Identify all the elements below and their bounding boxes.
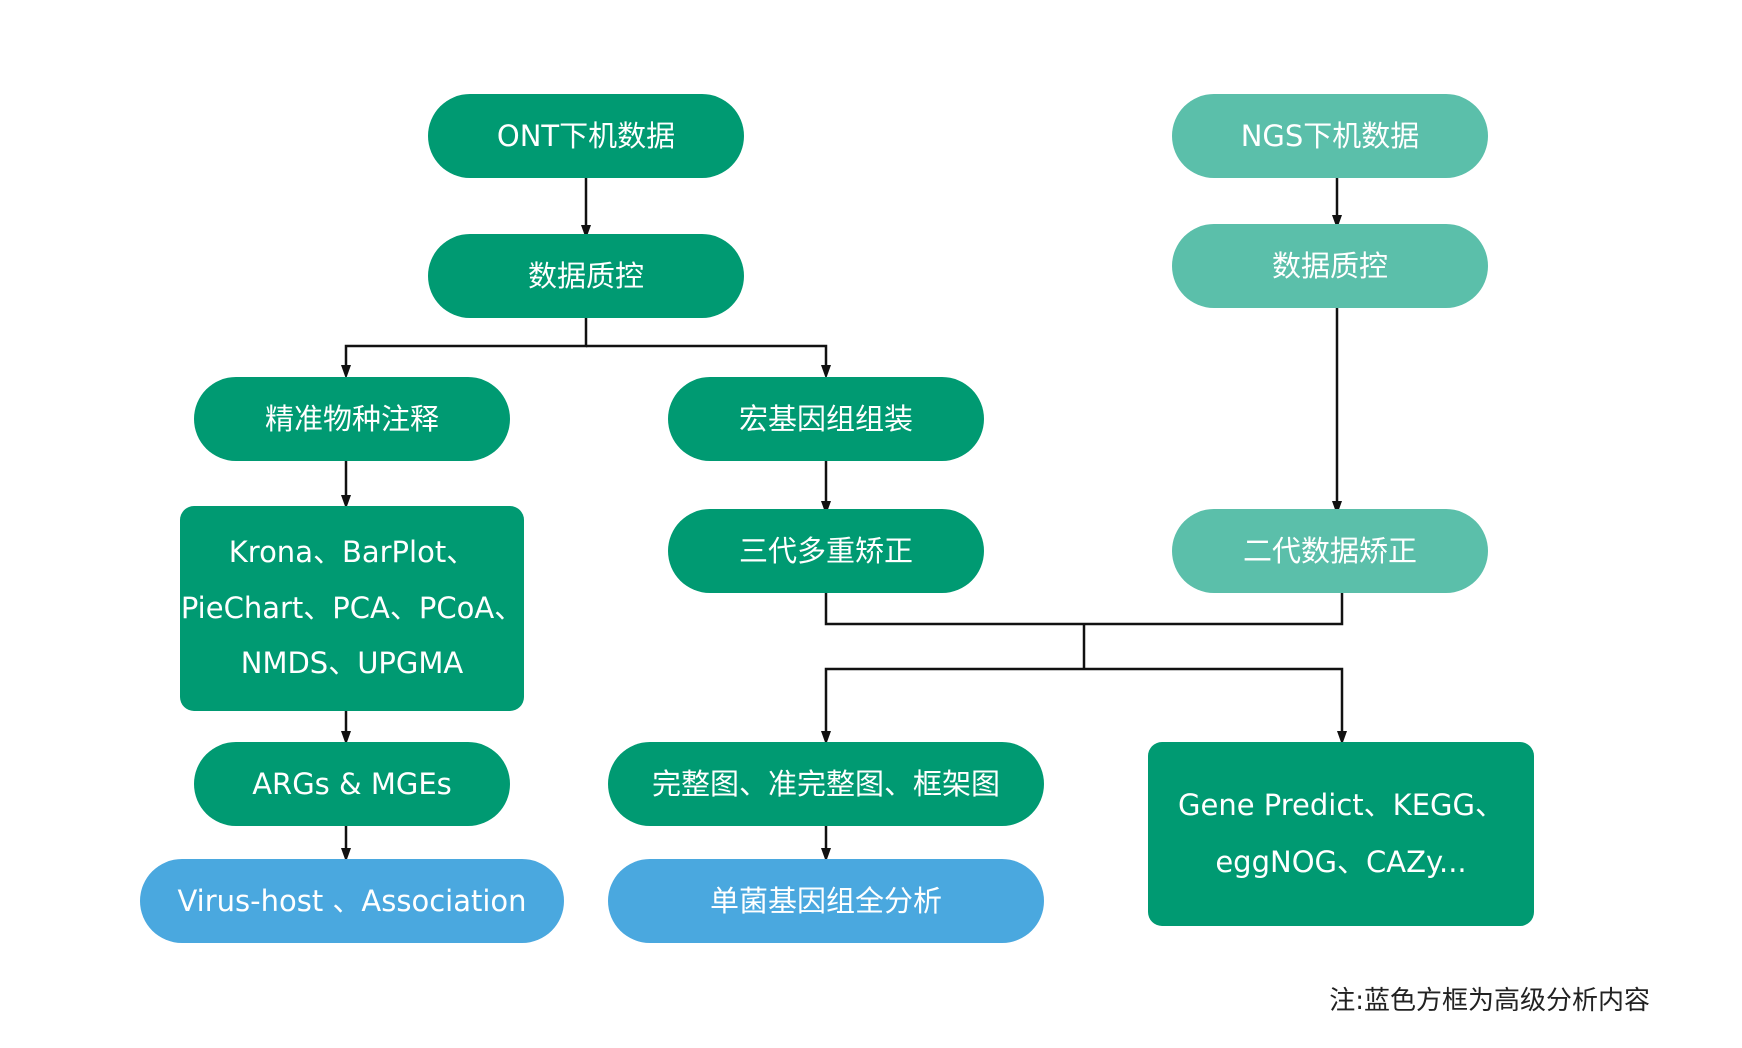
gene-predict-label: Gene Predict、KEGG、 eggNOG、CAZy...	[1178, 788, 1504, 879]
connector-qc-split	[341, 318, 588, 379]
args-mges-node: ARGs & MGEs	[194, 742, 510, 826]
ont-data-label: ONT下机数据	[496, 118, 676, 153]
second-gen-correction-node: 二代数据矫正	[1172, 509, 1488, 593]
genome-maps-node: 完整图、准完整图、框架图	[608, 742, 1044, 826]
ngs-data-label: NGS下机数据	[1240, 118, 1420, 153]
virus-host-node: Virus-host 、Association	[140, 859, 564, 943]
species-annotation-label: 精准物种注释	[264, 401, 439, 436]
gene-predict-node: Gene Predict、KEGG、 eggNOG、CAZy...	[1148, 742, 1534, 926]
metagenome-assembly-label: 宏基因组组装	[738, 401, 913, 436]
ngs-data-node: NGS下机数据	[1172, 94, 1488, 178]
connector-correction-merge	[824, 593, 1344, 626]
ngs-qc-label: 数据质控	[1271, 248, 1388, 283]
connector-merge-to-genome-maps	[821, 667, 1084, 745]
visualization-label: Krona、BarPlot、 PieChart、PCA、PCoA、 NMDS、U…	[180, 534, 524, 681]
connector-merge-to-gene-predict	[1084, 667, 1347, 745]
virus-host-label: Virus-host 、Association	[177, 883, 527, 918]
single-genome-analysis-node: 单菌基因组全分析	[608, 859, 1044, 943]
args-mges-label: ARGs & MGEs	[252, 766, 452, 801]
footnote: 注:蓝色方框为高级分析内容	[1329, 986, 1650, 1016]
third-gen-correction-label: 三代多重矫正	[738, 533, 913, 568]
genome-maps-label: 完整图、准完整图、框架图	[651, 766, 1000, 801]
third-gen-correction-node: 三代多重矫正	[668, 509, 984, 593]
ont-qc-node: 数据质控	[428, 234, 744, 318]
ngs-qc-node: 数据质控	[1172, 224, 1488, 308]
metagenome-assembly-node: 宏基因组组装	[668, 377, 984, 461]
connector-qc-to-assembly	[586, 344, 831, 379]
single-genome-analysis-label: 单菌基因组全分析	[709, 883, 942, 918]
second-gen-correction-label: 二代数据矫正	[1242, 533, 1417, 568]
visualization-node: Krona、BarPlot、 PieChart、PCA、PCoA、 NMDS、U…	[180, 506, 524, 711]
species-annotation-node: 精准物种注释	[194, 377, 510, 461]
ont-data-node: ONT下机数据	[428, 94, 744, 178]
ont-qc-label: 数据质控	[527, 258, 644, 293]
